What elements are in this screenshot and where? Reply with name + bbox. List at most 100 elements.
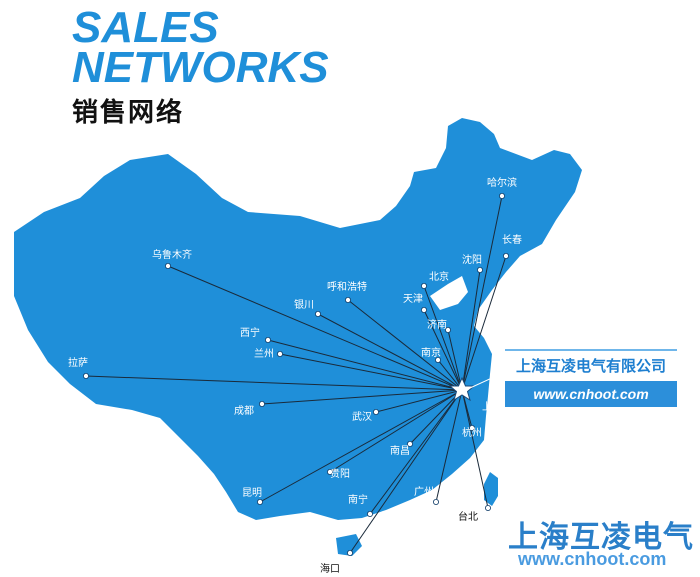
city-dot — [420, 306, 427, 313]
city-dot — [326, 468, 333, 475]
city-label: 贵阳 — [330, 467, 350, 480]
city-marker: 天津 — [403, 293, 427, 313]
route-line — [375, 389, 463, 413]
title-chinese: 销售网络 — [72, 98, 185, 128]
city-dot — [406, 440, 413, 447]
city-marker: 昆明 — [242, 487, 263, 505]
city-label: 广州 — [414, 486, 434, 498]
city-dot — [314, 310, 321, 317]
city-dot — [83, 372, 90, 379]
city-label: 济南 — [427, 318, 447, 331]
city-label: 长春 — [502, 234, 522, 246]
city-marker: 南京 — [421, 346, 441, 363]
route-line — [347, 299, 463, 391]
city-label: 台北 — [458, 510, 478, 523]
city-marker: 济南 — [427, 318, 451, 333]
hainan-shape — [336, 534, 362, 556]
city-dot — [372, 408, 379, 415]
city-marker: 银川 — [294, 298, 321, 317]
title-line-1: SALES — [72, 3, 219, 52]
city-dot — [276, 350, 283, 357]
route-line — [437, 359, 463, 391]
city-dot — [468, 424, 475, 431]
taiwan-shape — [484, 472, 498, 506]
city-label: 南宁 — [348, 493, 368, 506]
city-label: 天津 — [403, 293, 423, 305]
city-dot — [484, 504, 491, 511]
route-line — [461, 269, 481, 391]
route-line — [461, 389, 489, 509]
brand-name: 上海互凌电气 — [508, 520, 694, 555]
city-marker: 南宁 — [348, 493, 373, 517]
city-marker: 台北 — [458, 504, 491, 523]
company-website-label[interactable]: www.cnhoot.com — [505, 381, 677, 407]
city-dot — [344, 296, 351, 303]
city-label: 杭州 — [462, 426, 482, 439]
route-line — [259, 389, 463, 503]
city-dot — [432, 498, 439, 505]
city-label: 武汉 — [352, 410, 372, 423]
city-marker: 贵阳 — [326, 467, 350, 480]
city-label: 西宁 — [240, 326, 260, 339]
city-marker: 南昌 — [390, 440, 413, 457]
city-dot — [258, 400, 265, 407]
city-label: 乌鲁木齐 — [152, 248, 192, 261]
city-marker: 成都 — [234, 400, 265, 417]
city-dot — [256, 498, 263, 505]
route-line — [409, 389, 463, 445]
city-label: 海口 — [320, 562, 340, 575]
city-marker: 长春 — [502, 234, 522, 259]
hub-label: 上海 — [482, 400, 502, 413]
city-label: 哈尔滨 — [487, 176, 517, 189]
route-line — [423, 309, 463, 391]
route-line — [461, 195, 503, 391]
city-marker: 拉萨 — [68, 356, 90, 379]
city-marker: 武汉 — [352, 408, 379, 423]
route-line — [435, 389, 463, 503]
connection-lines — [85, 195, 507, 554]
city-label: 成都 — [234, 405, 254, 417]
city-dot — [502, 252, 509, 259]
city-label: 兰州 — [254, 347, 274, 360]
city-label: 银川 — [294, 298, 314, 311]
city-label: 北京 — [429, 270, 449, 283]
city-dot — [264, 336, 271, 343]
city-dot — [444, 326, 451, 333]
city-label: 呼和浩特 — [327, 281, 367, 293]
city-label: 昆明 — [242, 487, 262, 499]
city-marker: 呼和浩特 — [327, 281, 367, 303]
company-name-label: 上海互凌电气有限公司 — [505, 349, 677, 383]
title-line-2: NETWORKS — [72, 43, 329, 92]
route-line — [369, 389, 463, 515]
route-line — [329, 389, 463, 473]
city-marker: 海口 — [320, 550, 353, 575]
city-dot — [476, 266, 483, 273]
route-line — [461, 255, 507, 391]
city-marker: 哈尔滨 — [487, 176, 517, 199]
city-marker: 兰州 — [254, 347, 283, 360]
city-marker: 杭州 — [462, 424, 482, 439]
city-dot — [434, 356, 441, 363]
city-marker: 西宁 — [240, 326, 271, 343]
route-line — [317, 313, 463, 391]
route-line — [167, 265, 463, 391]
route-line — [423, 285, 463, 391]
city-label: 南京 — [421, 346, 441, 359]
route-line — [349, 389, 463, 554]
city-marker: 乌鲁木齐 — [152, 248, 192, 269]
route-line — [447, 329, 463, 391]
route-line — [85, 375, 463, 391]
city-label: 沈阳 — [462, 253, 482, 266]
city-dot — [420, 282, 427, 289]
city-marker: 沈阳 — [462, 253, 483, 273]
brand-website[interactable]: www.cnhoot.com — [518, 549, 667, 569]
city-dot — [346, 550, 353, 557]
hub-star-icon — [448, 376, 476, 402]
route-line — [261, 389, 463, 405]
callout-connector — [469, 371, 506, 389]
bohai-sea — [430, 276, 468, 310]
city-dot — [366, 510, 373, 517]
city-marker: 北京 — [420, 270, 449, 289]
route-line — [267, 339, 463, 391]
